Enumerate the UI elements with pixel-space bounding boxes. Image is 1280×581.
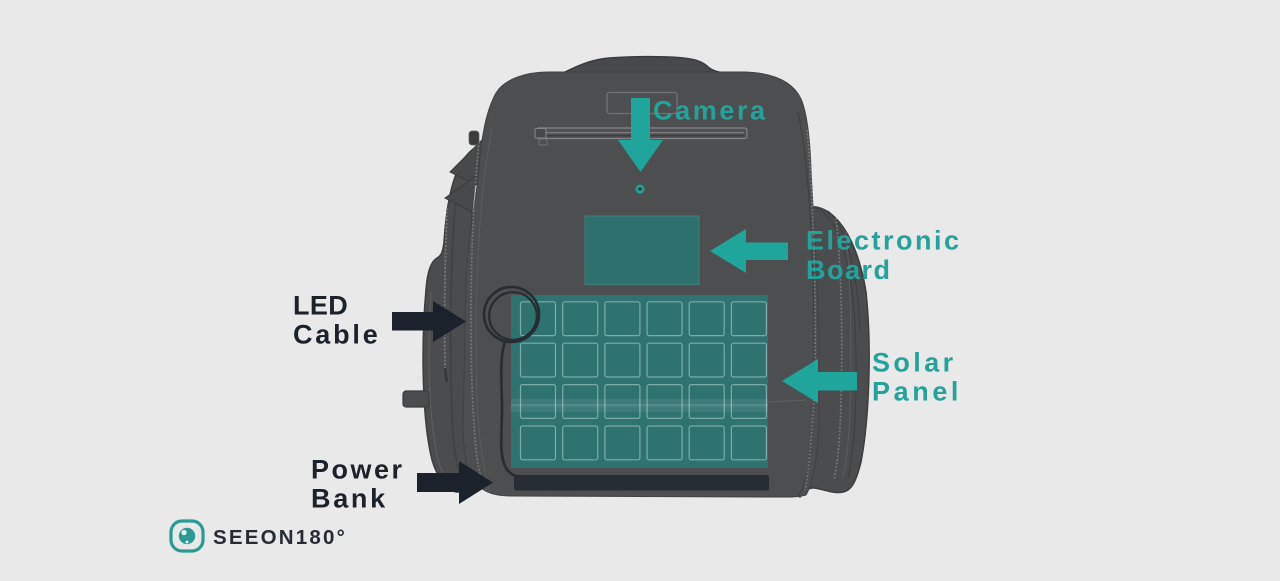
svg-text:Power: Power [311,455,405,485]
svg-text:Cable: Cable [293,320,381,350]
svg-text:Solar: Solar [872,348,957,378]
svg-text:Bank: Bank [311,484,388,514]
svg-text:Panel: Panel [872,377,962,407]
svg-text:LED: LED [293,291,348,321]
svg-text:Electronic: Electronic [806,226,962,256]
svg-text:Camera: Camera [653,96,768,126]
svg-text:SEEON180°: SEEON180° [213,526,347,549]
svg-text:Board: Board [806,255,892,285]
